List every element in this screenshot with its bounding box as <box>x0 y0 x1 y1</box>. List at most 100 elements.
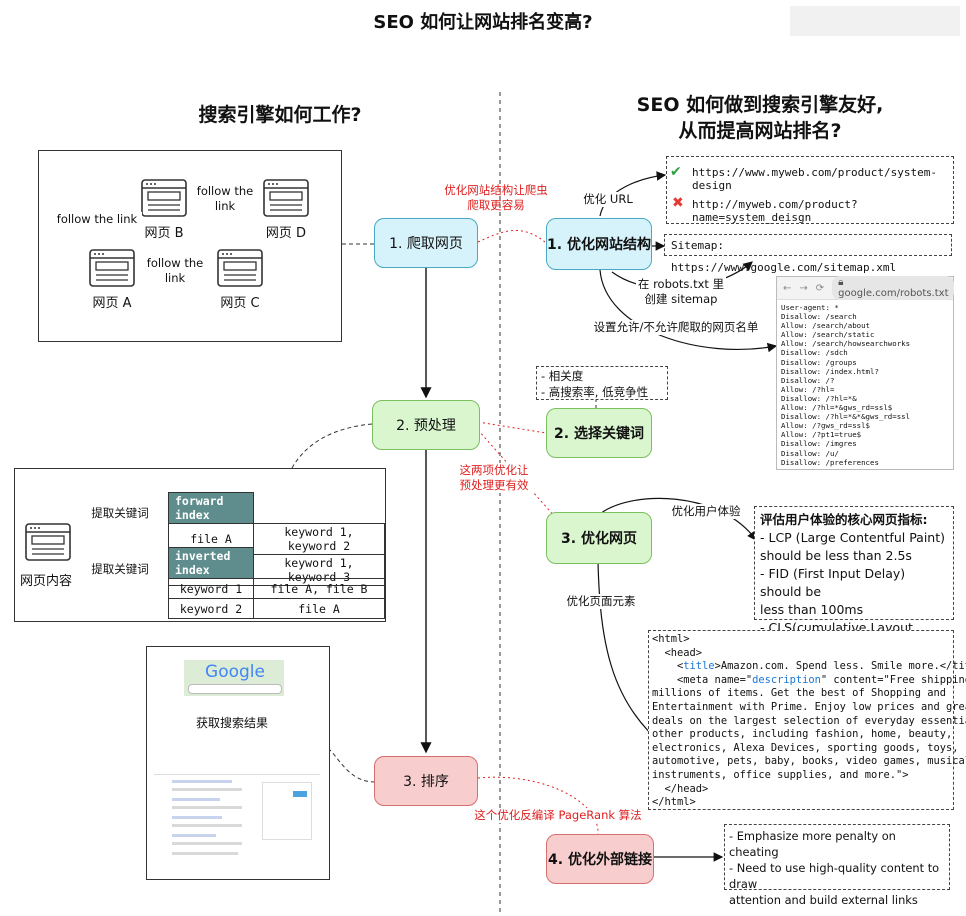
allow-note: 设置允许/不允许爬取的网页名单 <box>576 320 776 335</box>
result-line <box>172 788 242 791</box>
webpage-icon <box>25 523 71 561</box>
webpage-icon <box>141 179 187 217</box>
web-vitals-line: less than 100ms <box>760 602 864 617</box>
link-tip-line: - Emphasize more penalty on cheating <box>729 829 896 859</box>
red-crawl-link <box>477 229 546 243</box>
page-d <box>262 178 310 222</box>
robots-note-line-2: 创建 sitemap <box>644 292 718 306</box>
dash-rank <box>329 749 376 783</box>
seo-step-keywords: 2. 选择关键词 <box>546 408 652 458</box>
table-spacer <box>254 548 385 579</box>
code-token: < <box>652 660 684 673</box>
fetch-results-label: 获取搜索结果 <box>195 716 268 730</box>
page-a-label: 网页 A <box>92 296 132 311</box>
left-heading: 搜索引擎如何工作? <box>198 104 362 126</box>
rank-note: 这个优化反编译 PageRank 算法 <box>470 808 646 823</box>
back-icon[interactable]: ← <box>783 282 792 294</box>
code-line: deals on the largest selection of everyd… <box>652 714 966 727</box>
google-logo: Google <box>205 662 265 682</box>
page-content-icon <box>24 522 72 566</box>
good-url: https://www.myweb.com/product/system-des… <box>692 166 938 192</box>
forward-icon[interactable]: → <box>799 282 808 294</box>
page-b-label: 网页 B <box>144 226 184 241</box>
code-token: " content="Free shipping on <box>820 673 966 686</box>
results-thumbnail <box>154 766 320 870</box>
page-c <box>216 248 264 292</box>
robots-line: Allow: /search/about <box>781 321 870 331</box>
robots-line: Allow: /search/static <box>781 330 875 340</box>
code-tag-description: description <box>752 673 821 686</box>
web-vitals-line: - LCP (Large Contentful Paint) <box>760 530 945 545</box>
page-content-label: 网页内容 <box>19 574 72 589</box>
follow-link-3-line-2: link <box>164 271 186 285</box>
google-search-input[interactable] <box>188 684 282 694</box>
page-title: SEO 如何让网站排名变高? <box>373 12 593 33</box>
bad-url: http://myweb.com/product?name=system_dei… <box>692 198 858 224</box>
code-line: millions of items. Get the best of Shopp… <box>652 687 947 700</box>
code-line: <head> <box>652 646 703 659</box>
inverted-index-header: inverted index <box>168 547 254 579</box>
web-vitals-box: 评估用户体验的核心网页指标: - LCP (Large Contentful P… <box>754 506 954 653</box>
robots-line: User-agent: * <box>781 303 839 312</box>
red-preprocess-keyword <box>477 421 547 434</box>
web-vitals-line: - FID (First Input Delay) should be <box>760 566 906 599</box>
robots-note: 在 robots.txt 里 创建 sitemap <box>636 277 726 307</box>
side-panel-button <box>293 791 307 797</box>
follow-link-label-2: follow the link <box>192 184 258 214</box>
url-box <box>666 156 954 224</box>
preprocess-note-line-2: 预处理更有效 <box>459 478 529 492</box>
page-c-label: 网页 C <box>220 296 260 311</box>
step-rank: 3. 排序 <box>374 756 478 806</box>
follow-link-label-1: follow the link <box>52 212 142 227</box>
robots-line: Disallow: /?hl=*&*&gws_rd=ssl <box>781 412 911 422</box>
seo-step-page: 3. 优化网页 <box>546 512 652 564</box>
preprocess-note-line-1: 这两项优化让 <box>459 463 529 477</box>
arrow-allow <box>599 269 778 353</box>
address-bar[interactable]: 🔒︎ google.com/robots.txt <box>832 276 955 300</box>
extract-label-2: 提取关键词 <box>91 562 149 576</box>
follow-link-2-line-1: follow the <box>196 184 254 198</box>
result-line <box>172 780 232 783</box>
follow-link-2-line-2: link <box>214 199 236 213</box>
crawl-note-line-2: 爬取更容易 <box>467 198 525 212</box>
code-line: <html> <box>652 633 690 645</box>
red-rank-link <box>477 776 599 835</box>
forward-index-header: forward index <box>168 492 254 524</box>
robots-line: Disallow: /u/ <box>781 448 839 458</box>
robots-line: Disallow: /search <box>781 312 857 322</box>
web-vitals-line: should be less than 2.5s <box>760 548 912 563</box>
arrow-url <box>599 171 667 217</box>
check-icon: ✔ <box>670 164 682 180</box>
table-spacer <box>254 493 385 524</box>
results-topbar <box>154 768 320 775</box>
code-line: Entertainment with Prime. Enjoy low pric… <box>652 700 966 713</box>
code-line: other products, including fashion, home,… <box>652 728 953 741</box>
ux-note: 优化用户体验 <box>664 504 748 519</box>
link-tips: - Emphasize more penalty on cheating - N… <box>724 824 950 907</box>
link-tip-line: attention and build external links <box>729 893 918 907</box>
webpage-icon <box>89 249 135 287</box>
robots-line: Disallow: /imgres <box>781 439 857 449</box>
arrow-elements <box>597 561 663 745</box>
side-panel <box>262 782 312 840</box>
dash-preprocess <box>291 423 373 469</box>
table-cell: file A <box>253 598 385 619</box>
code-line: </html> <box>652 796 696 809</box>
keyword-tip-2: - 高搜索率, 低竞争性 <box>541 385 649 399</box>
code-line: </head> <box>652 782 709 795</box>
code-line: electronics, Alexa Devices, sporting goo… <box>652 741 959 754</box>
code-line-meta: <meta name="description" content="Free s… <box>652 673 966 688</box>
right-heading: SEO 如何做到搜索引擎友好, 从而提高网站排名? <box>600 92 920 144</box>
table-cell: keyword 1, keyword 2 <box>253 523 385 555</box>
link-tip-line: - Need to use high-quality content to dr… <box>729 861 940 891</box>
extract-label-1: 提取关键词 <box>91 506 149 520</box>
code-body: millions of items. Get the best of Shopp… <box>652 687 966 809</box>
reload-icon[interactable]: ⟳ <box>815 282 825 294</box>
page-a <box>88 248 136 292</box>
code-token: >Amazon.com. Spend less. Smile more.</ti… <box>714 660 966 673</box>
